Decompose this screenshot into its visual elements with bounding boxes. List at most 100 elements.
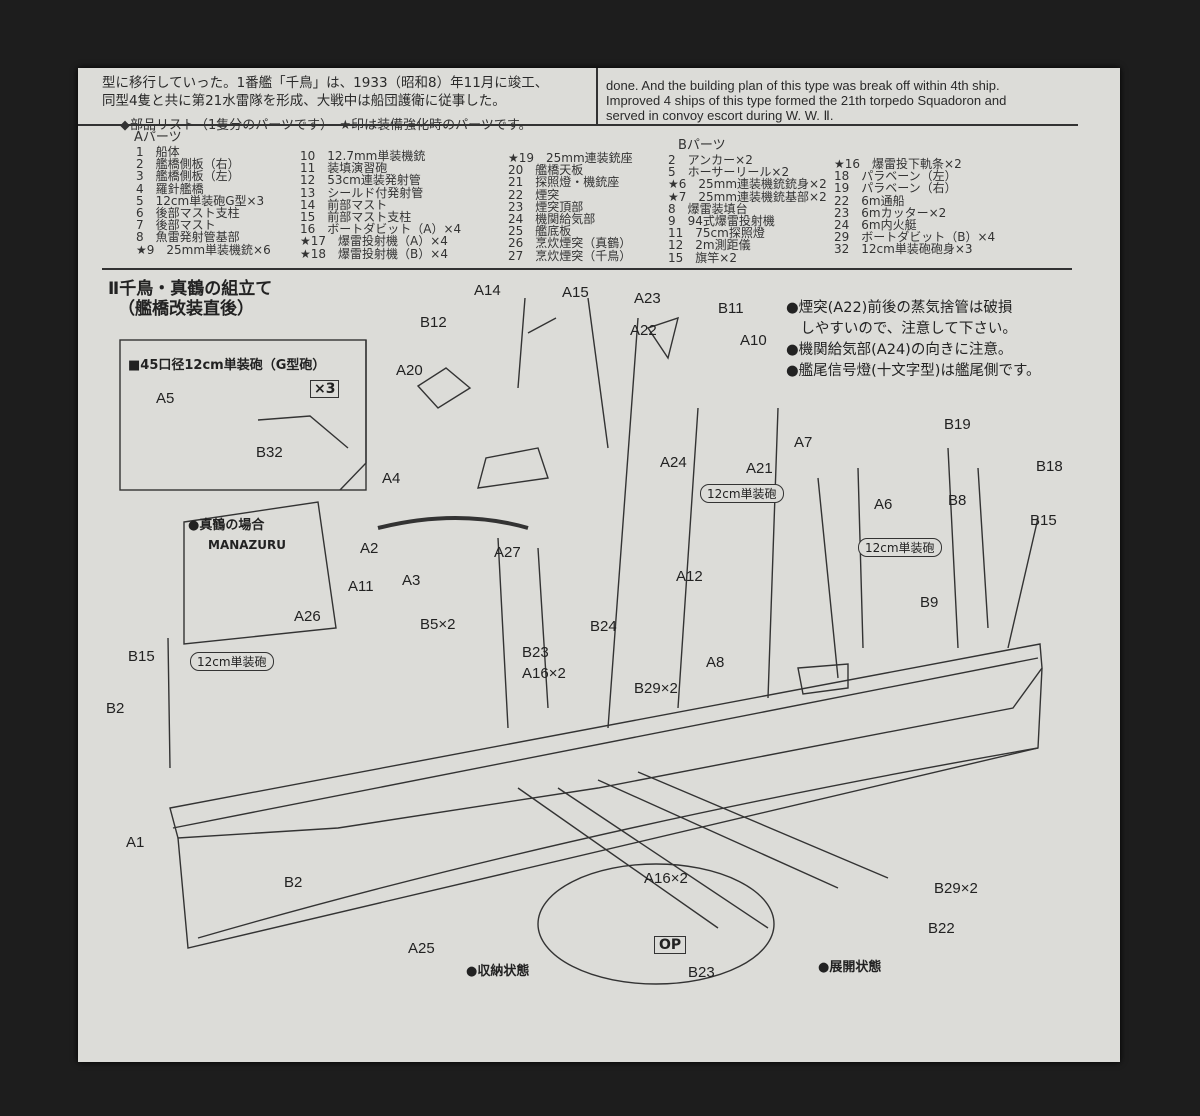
part-item: 14 前部マスト bbox=[300, 197, 388, 212]
manazuru-en: MANAZURU bbox=[208, 538, 286, 552]
b-parts-col1: 2 アンカー×2 5 ホーサーリール×2★6 25mm連装機銃銃身×2★7 25… bbox=[668, 154, 827, 264]
part-label: A3 bbox=[402, 572, 421, 589]
part-item: ★9 25mm単装機銃×6 bbox=[136, 242, 271, 257]
part-label: A22 bbox=[630, 322, 657, 339]
part-item: 2 艦橋側板（右） bbox=[136, 157, 240, 172]
hull-bottom bbox=[177, 667, 1043, 949]
part-item: 8 魚雷発射管基部 bbox=[136, 230, 240, 245]
part-item: 29 ボートダビット（B）×4 bbox=[834, 230, 996, 245]
history-en-line: served in convoy escort during W. W. Ⅱ. bbox=[606, 108, 834, 123]
parts-heading: ◆部品リスト（1隻分のパーツです） ★印は装備強化時のパーツです。 bbox=[120, 118, 532, 133]
part-item: 10 12.7mm単装機銃 bbox=[300, 149, 426, 163]
part-label: B29×2 bbox=[634, 680, 678, 697]
part-label: B23 bbox=[688, 964, 715, 981]
boat-detail-circle bbox=[537, 863, 775, 985]
part-item: 25 艦底板 bbox=[508, 224, 572, 239]
part-label: A23 bbox=[634, 290, 661, 307]
part-label: B18 bbox=[1036, 458, 1063, 475]
part-label: A7 bbox=[794, 434, 813, 451]
deployed-label: ●展開状態 bbox=[818, 960, 882, 975]
ship-assembly-diagram bbox=[119, 297, 1043, 985]
part-label: A25 bbox=[408, 940, 435, 957]
part-item: 8 爆雷装填台 bbox=[668, 201, 748, 216]
history-jp-line: 型に移行していった。1番艦「千鳥」は、1933（昭和8）年11月に竣工、 bbox=[102, 75, 549, 91]
part-label: B23 bbox=[522, 644, 549, 661]
gun-tag: 12cm単装砲 bbox=[858, 538, 942, 557]
b-parts-col2: ★16 爆雷投下軌条×2 18 パラベーン（左） 19 パラベーン（右） 22 … bbox=[834, 158, 995, 256]
part-item: ★19 25mm連装銃座 bbox=[508, 151, 633, 165]
step-subtitle: （艦橋改装直後） bbox=[118, 299, 254, 319]
part-item: 12 53cm連装発射管 bbox=[300, 173, 421, 188]
part-label: B8 bbox=[948, 492, 967, 509]
note-line: ●煙突(A22)前後の蒸気捨管は破損 bbox=[786, 300, 1013, 316]
stowed-label: ●収納状態 bbox=[466, 964, 530, 979]
note-line: しやすいので、注意して下さい。 bbox=[786, 321, 1017, 337]
part-item: 24 機関給気部 bbox=[508, 212, 596, 227]
part-label: B19 bbox=[944, 416, 971, 433]
instruction-sheet: 型に移行していった。1番艦「千鳥」は、1933（昭和8）年11月に竣工、 同型4… bbox=[78, 68, 1120, 1062]
part-label: A4 bbox=[382, 470, 401, 487]
part-label: A27 bbox=[494, 544, 521, 561]
part-item: ★18 爆雷投射機（B）×4 bbox=[300, 246, 448, 261]
hull-outline bbox=[169, 643, 1043, 839]
note-line: ●艦尾信号燈(十文字型)は艦尾側です。 bbox=[786, 363, 1041, 379]
part-item: 6 後部マスト支柱 bbox=[136, 206, 240, 221]
part-item: 5 12cm単装砲G型×3 bbox=[136, 193, 265, 208]
part-item: 13 シールド付発射管 bbox=[300, 185, 424, 200]
history-jp-line: 同型4隻と共に第21水雷隊を形成、大戦中は船団護衛に従事した。 bbox=[102, 93, 506, 109]
part-label: B12 bbox=[420, 314, 447, 331]
part-item: 15 旗竿×2 bbox=[668, 250, 737, 265]
part-label: B15 bbox=[128, 648, 155, 665]
part-label: A10 bbox=[740, 332, 767, 349]
part-item: 11 75cm探照燈 bbox=[668, 226, 765, 241]
part-label: A6 bbox=[874, 496, 893, 513]
history-en-line: Improved 4 ships of this type formed the… bbox=[606, 93, 1007, 108]
part-label: A8 bbox=[706, 654, 725, 671]
part-label: B24 bbox=[590, 618, 617, 635]
part-item: 16 ボートダビット（A）×4 bbox=[300, 222, 462, 237]
history-en-line: done. And the building plan of this type… bbox=[606, 78, 1000, 93]
part-label: A16×2 bbox=[522, 665, 566, 682]
part-item: 7 後部マスト bbox=[136, 218, 216, 233]
part-label: A1 bbox=[126, 834, 145, 851]
part-item: 22 煙突 bbox=[508, 187, 560, 202]
manazuru-title: ●真鶴の場合 bbox=[188, 518, 265, 533]
gun-qty-badge: ×3 bbox=[310, 380, 340, 398]
part-item: 5 ホーサーリール×2 bbox=[668, 165, 790, 180]
gun-inset-title: ■45口径12cm単装砲（G型砲） bbox=[128, 358, 326, 373]
part-item: 12 2m測距儀 bbox=[668, 238, 751, 253]
part-label: A24 bbox=[660, 454, 687, 471]
part-label: B29×2 bbox=[934, 880, 978, 897]
part-item: 27 烹炊煙突（千鳥） bbox=[508, 248, 632, 263]
part-item: 21 探照燈・機銃座 bbox=[508, 175, 620, 190]
part-label: A16×2 bbox=[644, 870, 688, 887]
gun-tag: 12cm単装砲 bbox=[700, 484, 784, 503]
part-label: B32 bbox=[256, 444, 283, 461]
manazuru-inset-box bbox=[183, 501, 337, 645]
divider bbox=[102, 268, 1072, 270]
part-item: 1 船体 bbox=[136, 145, 180, 159]
part-item: 26 烹炊煙突（真鶴） bbox=[508, 236, 632, 251]
part-label: A21 bbox=[746, 460, 773, 477]
part-label: B2 bbox=[106, 700, 125, 717]
part-item: 23 6mカッター×2 bbox=[834, 205, 947, 220]
part-item: 20 艦橋天板 bbox=[508, 163, 584, 178]
part-label: B11 bbox=[718, 300, 744, 317]
a-parts-col2: 10 12.7mm単装機銃 11 装填演習砲 12 53cm連装発射管 13 シ… bbox=[300, 150, 461, 260]
part-item: 18 パラベーン（左） bbox=[834, 169, 957, 184]
part-item: 4 羅針艦橋 bbox=[136, 181, 204, 196]
part-label: B15 bbox=[1030, 512, 1057, 529]
b-parts-title: Bパーツ bbox=[678, 138, 726, 153]
part-item: 11 装填演習砲 bbox=[300, 161, 388, 176]
part-item: 3 艦橋側板（左） bbox=[136, 169, 240, 184]
part-label: B9 bbox=[920, 594, 939, 611]
part-label: B2 bbox=[284, 874, 303, 891]
part-item: 22 6m通船 bbox=[834, 193, 905, 208]
part-item: ★7 25mm連装機銃基部×2 bbox=[668, 189, 827, 204]
part-item: 9 94式爆雷投射機 bbox=[668, 214, 775, 229]
part-item: ★6 25mm連装機銃銃身×2 bbox=[668, 177, 827, 192]
part-label: A20 bbox=[396, 362, 423, 379]
part-label: B22 bbox=[928, 920, 955, 937]
part-label: A15 bbox=[562, 284, 589, 301]
part-label: A26 bbox=[294, 608, 321, 625]
